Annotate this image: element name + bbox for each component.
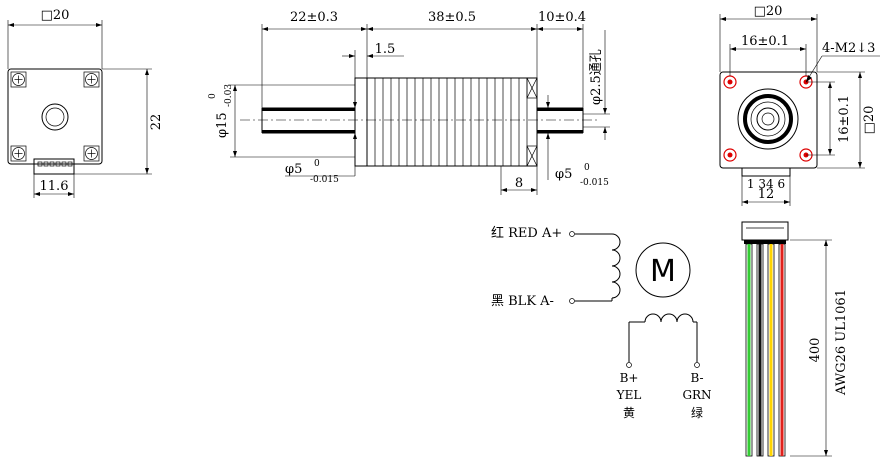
front-height-label: 22: [149, 114, 164, 131]
wiring-schematic: 红 RED A+ 黑 BLK A- M B+ YEL 黄 B- GRN 绿: [491, 225, 712, 420]
shaft-right-lower-tol: -0.015: [580, 178, 609, 188]
shaft-right-length-label: 10±0.4: [538, 10, 586, 25]
shaft-left-upper-tol: 0: [314, 159, 320, 169]
end-side-label: □20: [862, 106, 877, 135]
b-plus-color-label: YEL: [616, 388, 642, 402]
hole-spacing-h-label: 16±0.1: [741, 34, 789, 49]
shaft-left-length-label: 22±0.3: [290, 10, 338, 25]
shaft-left-diameter-label: φ5: [285, 162, 302, 177]
end-connector: [741, 167, 791, 177]
coil-a-icon: [611, 233, 621, 299]
end-shaft: [756, 107, 780, 131]
cable-connector: [741, 221, 789, 241]
front-shaft-bore: [41, 103, 69, 131]
b-minus-label: B-: [690, 371, 703, 385]
end-view: □20 16±0.1 4-M2↓3 16±0.1 □20 1 34 6 12: [719, 4, 880, 206]
red-wire-label: 红 RED A+: [491, 225, 562, 241]
screw-callout-label: 4-M2↓3: [822, 41, 875, 56]
pin-numbers-label: 1 34 6: [747, 177, 785, 191]
motor-symbol-icon: [635, 242, 691, 298]
front-connector-pins: [37, 161, 73, 167]
terminal-b-plus: [626, 362, 632, 368]
front-width-label: □20: [41, 8, 70, 23]
front-view: □20 22 11.6: [7, 8, 164, 198]
cable-wires: [745, 243, 786, 457]
shaft-left-lower-tol: -0.015: [310, 175, 339, 185]
cable-spec-label: AWG26 UL1061: [834, 289, 849, 396]
b-minus-cn-label: 绿: [691, 405, 703, 420]
side-body-fins: [374, 78, 528, 166]
coil-b-icon: [644, 313, 694, 323]
side-flange: [354, 77, 368, 167]
body-length-label: 38±0.5: [428, 10, 476, 25]
front-connector: [33, 158, 75, 175]
side-motor-body: [366, 77, 538, 167]
boss-diameter-upper-tol: 0: [208, 93, 218, 99]
cable-length-label: 400: [808, 338, 823, 363]
connector-width-label: 12: [758, 187, 775, 202]
front-corner-screws: [10, 71, 100, 162]
through-hole-label: φ2.5通孔: [589, 49, 604, 105]
boss-diameter-lower-tol: -0.03: [224, 84, 234, 107]
b-minus-color-label: GRN: [682, 388, 711, 402]
hole-spacing-v-label: 16±0.1: [837, 95, 852, 143]
terminal-a-plus: [569, 231, 575, 237]
terminal-b-minus: [694, 362, 700, 368]
right-extension-label: 8: [515, 176, 523, 191]
front-body-outline: [7, 68, 103, 165]
flange-thickness-label: 1.5: [375, 42, 396, 57]
shaft-right-diameter-label: φ5: [555, 167, 572, 182]
shaft-right-upper-tol: 0: [584, 163, 590, 173]
side-view: 22±0.3 38±0.5 10±0.4 1.5 φ15 0 -0.03 φ5 …: [208, 10, 610, 195]
motor-symbol-label: M: [650, 254, 676, 289]
b-plus-label: B+: [620, 371, 639, 385]
b-plus-cn-label: 黄: [623, 406, 635, 420]
boss-diameter-label: φ15: [215, 112, 230, 138]
end-bearing-outer: [737, 88, 799, 150]
cable-view: 400 AWG26 UL1061: [741, 221, 849, 457]
end-width-label: □20: [754, 4, 783, 19]
terminal-a-minus: [569, 298, 575, 304]
front-connector-width-label: 11.6: [40, 179, 69, 194]
black-wire-label: 黑 BLK A-: [491, 294, 554, 309]
mount-hole-icon: [723, 148, 737, 162]
